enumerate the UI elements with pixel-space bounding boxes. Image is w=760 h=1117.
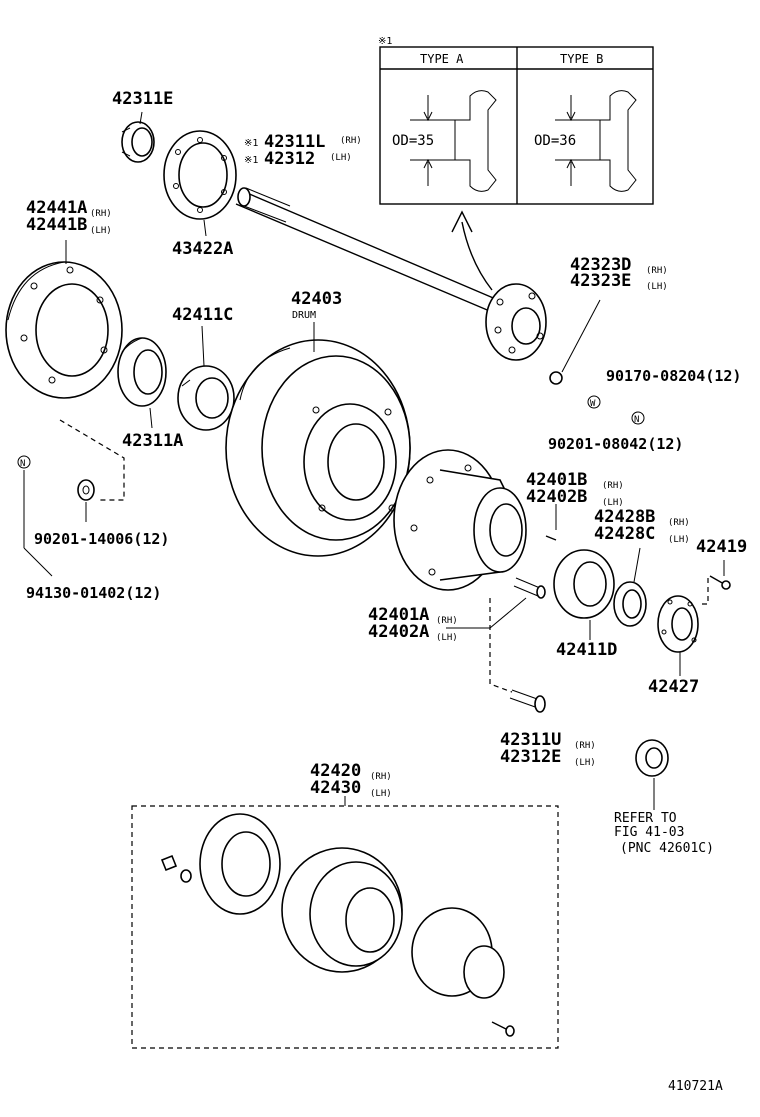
label-42311E: 42311E bbox=[112, 89, 173, 109]
label-42441B-sfx: (LH) bbox=[90, 226, 112, 236]
label-42428C: 42428C bbox=[594, 524, 655, 544]
label-42403: 42403 bbox=[291, 289, 342, 309]
label-42441A-sfx: (RH) bbox=[90, 209, 112, 219]
svg-text:W: W bbox=[590, 399, 596, 409]
type-a-flange bbox=[445, 90, 497, 192]
nut-42323D bbox=[549, 371, 563, 385]
bearing-42311A bbox=[117, 337, 167, 407]
label-42401A: 42401A bbox=[368, 605, 429, 625]
label-42441B: 42441B bbox=[26, 215, 87, 235]
label-42323E-sfx: (LH) bbox=[646, 282, 668, 292]
label-90170-08204: 90170-08204(12) bbox=[606, 367, 741, 385]
label-42312: 42312 bbox=[264, 149, 315, 169]
refer-line-1: REFER TO bbox=[614, 811, 677, 826]
type-b-od: OD=36 bbox=[534, 133, 576, 149]
hub-nut bbox=[635, 739, 669, 777]
inset-marker: ※1 bbox=[378, 36, 392, 47]
label-42312-sfx: (LH) bbox=[330, 153, 352, 163]
label-43422A: 43422A bbox=[172, 239, 233, 259]
drawing-number: 410721A bbox=[668, 1079, 723, 1094]
label-42323E: 42323E bbox=[570, 271, 631, 291]
label-42427: 42427 bbox=[648, 677, 699, 697]
label-42402A: 42402A bbox=[368, 622, 429, 642]
bearing-42411D bbox=[553, 549, 615, 619]
type-inset: ※1 TYPE A TYPE B OD=35 OD=36 bbox=[378, 36, 654, 205]
symbol-w: W bbox=[587, 395, 601, 409]
assembly-frame bbox=[131, 805, 559, 1049]
label-42401A-sfx: (RH) bbox=[436, 616, 458, 626]
label-42401B-sfx: (RH) bbox=[602, 481, 624, 491]
label-90201-14006: 90201-14006(12) bbox=[34, 530, 169, 548]
seal-42311E bbox=[121, 121, 155, 163]
svg-text:N: N bbox=[634, 415, 639, 425]
screw-42419 bbox=[709, 575, 731, 590]
hub-bolt-42401B bbox=[545, 535, 557, 541]
stud-42311U bbox=[509, 689, 546, 713]
label-42402B: 42402B bbox=[526, 487, 587, 507]
label-42311L-mark: ※1 bbox=[244, 138, 258, 149]
type-a-od: OD=35 bbox=[392, 133, 434, 149]
label-90201-08042: 90201-08042(12) bbox=[548, 435, 683, 453]
inset-callout-arrow bbox=[461, 221, 493, 291]
label-42430-sfx: (LH) bbox=[370, 789, 392, 799]
refer-line-3: (PNC 42601C) bbox=[620, 841, 714, 856]
refer-line-2: FIG 41-03 bbox=[614, 825, 684, 840]
label-42420: 42420 bbox=[310, 761, 361, 781]
label-42311A: 42311A bbox=[122, 431, 183, 451]
label-42411D: 42411D bbox=[556, 640, 617, 660]
label-42441A: 42441A bbox=[26, 198, 87, 218]
label-42420-sfx: (RH) bbox=[370, 772, 392, 782]
backing-plate-42441A bbox=[5, 261, 123, 399]
type-a-label: TYPE A bbox=[420, 52, 464, 66]
washer-42428B bbox=[613, 581, 647, 627]
gasket-43422A bbox=[163, 130, 237, 220]
label-42312E-sfx: (LH) bbox=[574, 758, 596, 768]
label-42428B: 42428B bbox=[594, 507, 655, 527]
symbol-n-left: N bbox=[17, 455, 31, 469]
symbol-n-right: N bbox=[631, 411, 645, 425]
label-94130-01402: 94130-01402(12) bbox=[26, 584, 161, 602]
label-42402B-sfx: (LH) bbox=[602, 498, 624, 508]
type-b-label: TYPE B bbox=[560, 52, 603, 66]
label-42428B-sfx: (RH) bbox=[668, 518, 690, 528]
label-42311U: 42311U bbox=[500, 730, 561, 750]
assembly-parts bbox=[160, 813, 515, 1037]
lock-plate-42427 bbox=[657, 595, 699, 653]
label-42312-mark: ※1 bbox=[244, 155, 258, 166]
label-42411C: 42411C bbox=[172, 305, 233, 325]
bearing-42411C bbox=[177, 365, 235, 431]
label-42311L: 42311L bbox=[264, 132, 325, 152]
label-42323D-sfx: (RH) bbox=[646, 266, 668, 276]
label-42428C-sfx: (LH) bbox=[668, 535, 690, 545]
hub-bolt-42401A bbox=[513, 577, 546, 599]
label-42401B: 42401B bbox=[526, 470, 587, 490]
label-42312E: 42312E bbox=[500, 747, 561, 767]
label-42311U-sfx: (RH) bbox=[574, 741, 596, 751]
axle-shaft bbox=[235, 187, 547, 361]
svg-text:N: N bbox=[20, 459, 25, 469]
label-42311L-sfx: (RH) bbox=[340, 136, 362, 146]
axle-hub bbox=[393, 449, 527, 591]
label-42430: 42430 bbox=[310, 778, 361, 798]
washer-90201-14006 bbox=[77, 479, 95, 501]
brake-drum-42403 bbox=[225, 339, 411, 557]
type-b-flange bbox=[582, 90, 637, 192]
label-42419: 42419 bbox=[696, 537, 747, 557]
label-drum: DRUM bbox=[292, 310, 316, 321]
label-42402A-sfx: (LH) bbox=[436, 633, 458, 643]
label-42323D: 42323D bbox=[570, 255, 631, 275]
